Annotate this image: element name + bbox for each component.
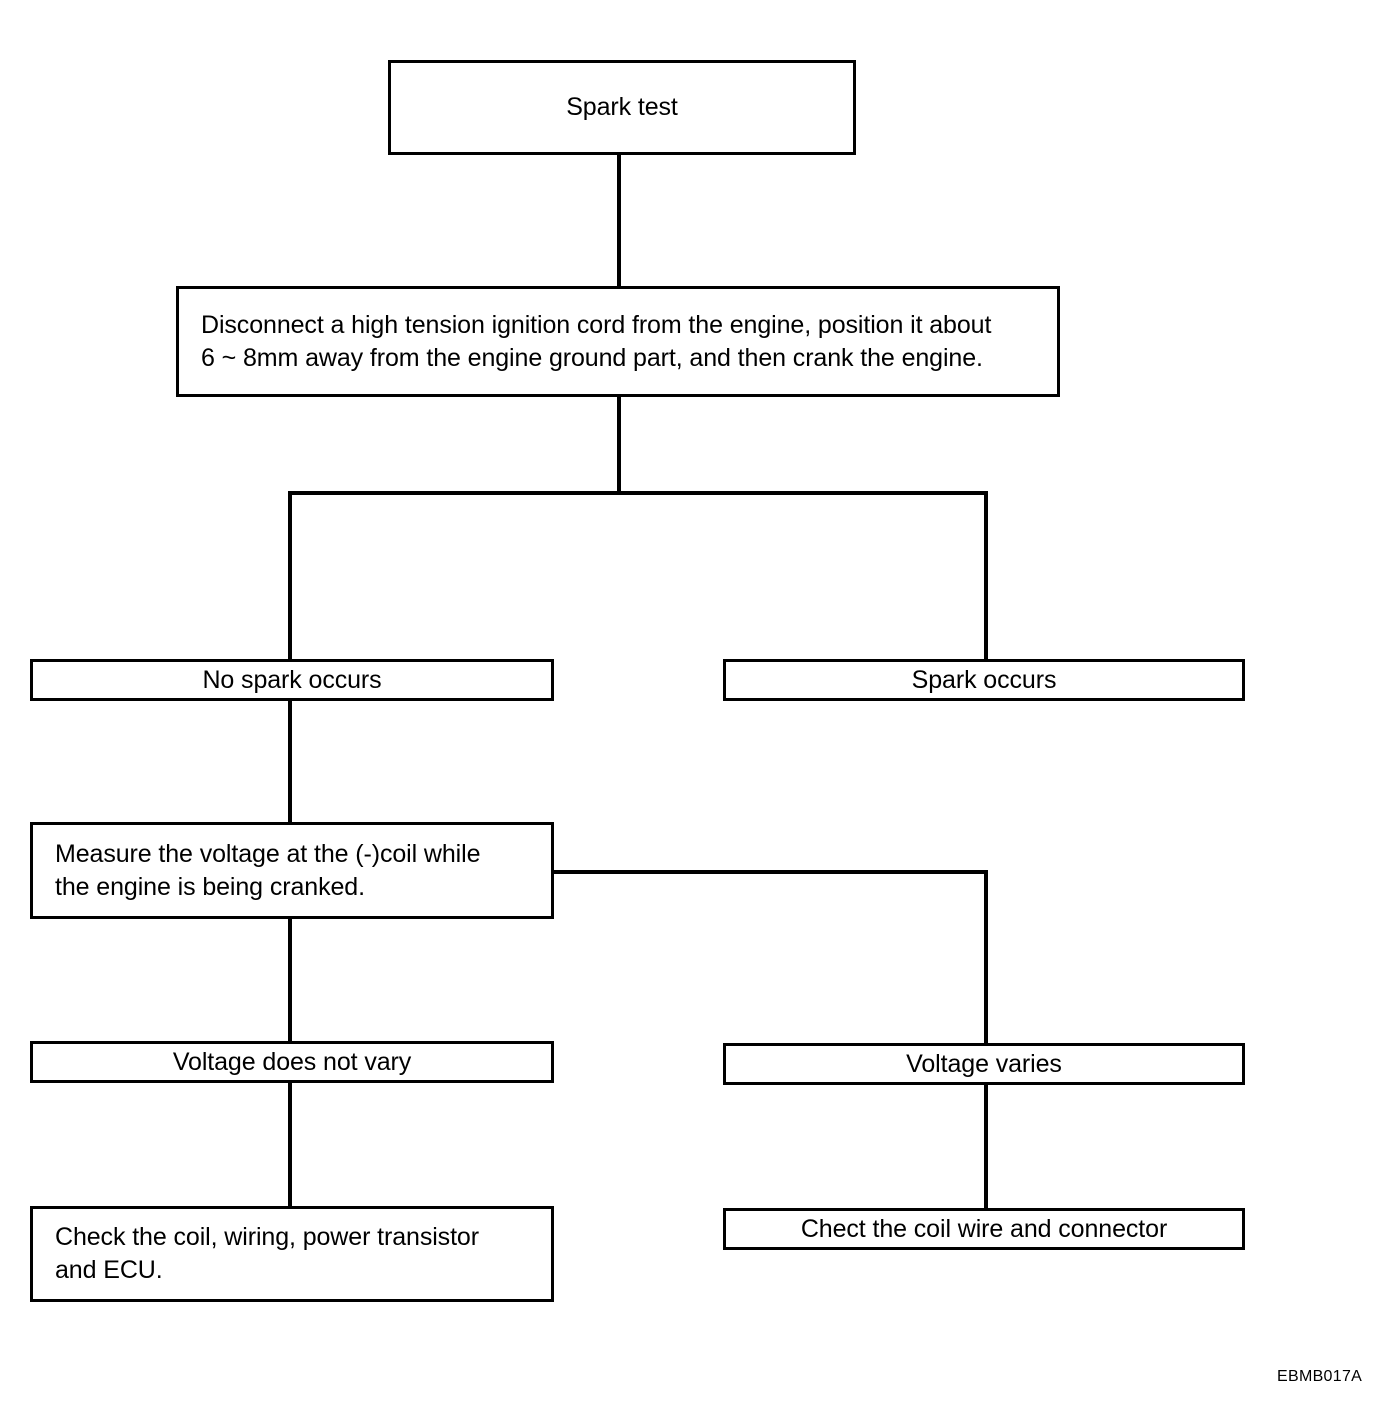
connector-measure-to-voltage-not-vary	[288, 917, 292, 1042]
connector-branch-left-drop	[288, 491, 292, 660]
node-spark-test[interactable]: Spark test	[388, 60, 856, 155]
node-spark-occurs[interactable]: Spark occurs	[723, 659, 1245, 701]
node-voltage-does-not-vary-label: Voltage does not vary	[172, 1047, 412, 1076]
node-check-coil-wiring-ecu-label: Check the coil, wiring, power transistor…	[55, 1223, 479, 1284]
connector-voltage-varies-to-check-coil-wire	[984, 1083, 988, 1209]
node-check-coil-wiring-ecu[interactable]: Check the coil, wiring, power transistor…	[30, 1206, 554, 1302]
connector-branch-bus	[288, 491, 988, 495]
node-voltage-varies-label: Voltage varies	[906, 1049, 1062, 1078]
connector-measure-to-voltage-varies-horizontal	[550, 870, 988, 874]
connector-no-spark-to-measure	[288, 699, 292, 823]
node-no-spark-occurs[interactable]: No spark occurs	[30, 659, 554, 701]
node-check-coil-wire-connector-label: Chect the coil wire and connector	[800, 1214, 1168, 1243]
connector-measure-to-voltage-varies-drop	[984, 870, 988, 1044]
figure-code-label: EBMB017A	[1277, 1368, 1363, 1385]
node-disconnect-ignition-cord-label: Disconnect a high tension ignition cord …	[201, 310, 992, 372]
node-measure-voltage[interactable]: Measure the voltage at the (-)coil while…	[30, 822, 554, 919]
connector-branch-right-drop	[984, 491, 988, 660]
node-check-coil-wire-connector[interactable]: Chect the coil wire and connector	[723, 1208, 1245, 1250]
node-voltage-varies[interactable]: Voltage varies	[723, 1043, 1245, 1085]
node-spark-test-label: Spark test	[566, 93, 678, 121]
node-measure-voltage-label: Measure the voltage at the (-)coil while…	[55, 839, 481, 901]
node-spark-occurs-label: Spark occurs	[911, 665, 1057, 694]
node-voltage-does-not-vary[interactable]: Voltage does not vary	[30, 1041, 554, 1083]
connector-disconnect-trunk	[617, 394, 621, 494]
connector-voltage-not-vary-to-check-coil-wiring	[288, 1081, 292, 1207]
connector-spark-test-to-disconnect	[617, 152, 621, 286]
node-no-spark-occurs-label: No spark occurs	[202, 665, 382, 694]
node-disconnect-ignition-cord[interactable]: Disconnect a high tension ignition cord …	[176, 286, 1060, 397]
